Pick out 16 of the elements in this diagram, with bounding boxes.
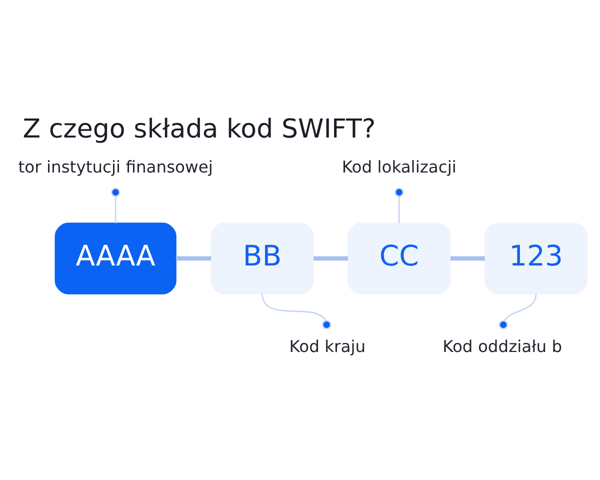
node-box: CC [348,222,451,294]
connector [262,294,332,330]
node-text: Kod oddziału b [442,336,562,356]
node-box: AAAA [54,222,176,294]
node-box: BB [210,222,314,294]
node-text: Kod lokalizacji [342,158,456,177]
connector [176,256,212,261]
node-box: 123 [484,222,588,294]
connector [111,188,120,224]
connector [314,256,348,261]
connector [498,294,537,330]
connector [450,256,485,261]
node-text: Kod kraju [289,336,366,356]
node-text: tor instytucji finansowej [18,158,213,177]
diagram-title: Z czego składa kod SWIFT? [22,114,376,145]
connector [394,188,404,224]
